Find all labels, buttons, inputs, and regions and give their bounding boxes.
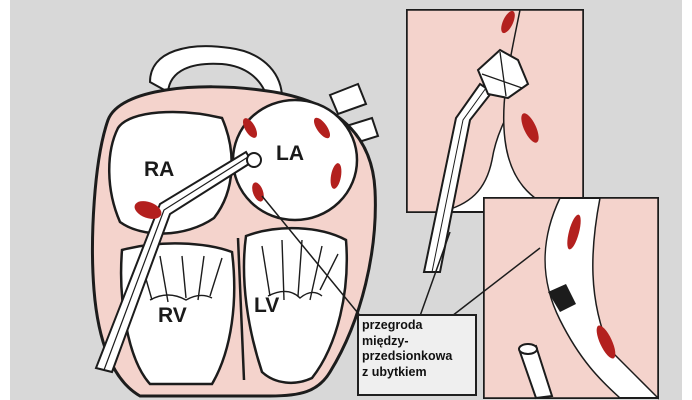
label-rv: RV bbox=[158, 304, 187, 327]
inset-panel-closure bbox=[484, 198, 658, 398]
label-la: LA bbox=[276, 142, 304, 165]
septum-callout: przegroda między- przedsionkowa z ubytki… bbox=[357, 314, 477, 396]
label-lv: LV bbox=[254, 294, 279, 317]
callout-line-4: z ubytkiem bbox=[362, 365, 472, 381]
label-ra: RA bbox=[144, 158, 174, 181]
callout-line-2: między- bbox=[362, 334, 472, 350]
catheter-tip bbox=[247, 153, 261, 167]
callout-line-1: przegroda bbox=[362, 318, 472, 334]
callout-line-3: przedsionkowa bbox=[362, 349, 472, 365]
